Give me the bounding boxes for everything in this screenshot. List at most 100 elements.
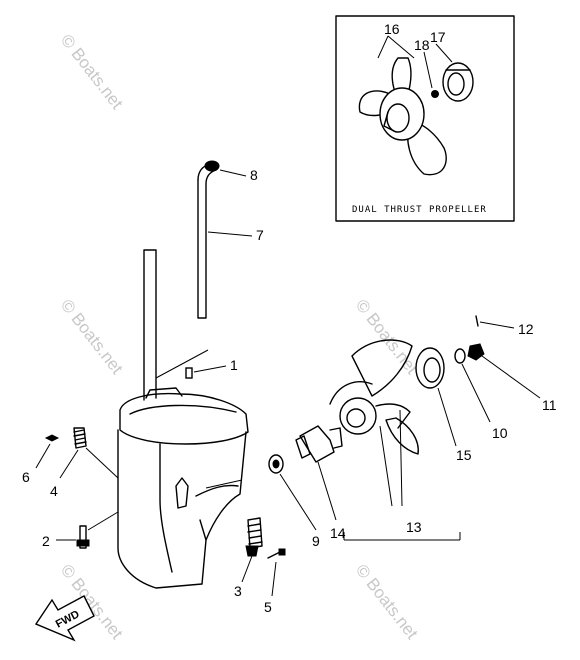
inset-spacer-17-bore [447, 72, 465, 96]
callout-15: 15 [456, 447, 472, 463]
callout-16: 16 [384, 21, 400, 37]
callout-3: 3 [234, 583, 242, 599]
inset-caption: DUAL THRUST PROPELLER [352, 205, 487, 215]
leader-8 [219, 169, 247, 177]
leader-10 [461, 363, 491, 423]
fwd-arrow: FWD [34, 595, 95, 642]
callout-12: 12 [518, 321, 534, 337]
spacer-15 [415, 347, 445, 389]
callout-13: 13 [406, 519, 422, 535]
screw-5-shank [267, 551, 281, 559]
housing-body-contour [159, 443, 173, 573]
drive-shaft [143, 249, 157, 401]
watermarks: © Boats.net © Boats.net © Boats.net © Bo… [57, 31, 422, 643]
washer-10 [454, 348, 466, 364]
lower-unit-housing [117, 249, 249, 589]
inset-blade-bottom [406, 119, 447, 176]
leader-11 [481, 355, 541, 399]
leader-4 [59, 449, 79, 479]
grommet-8 [204, 160, 220, 172]
callout-1: 1 [230, 357, 238, 373]
prop-blade-left [329, 381, 373, 405]
inset-frame [335, 15, 515, 222]
callout-6: 6 [22, 469, 30, 485]
watermark-middle-left: © Boats.net [57, 296, 127, 378]
watermark-bottom-right: © Boats.net [352, 561, 422, 643]
leader-15 [437, 387, 457, 447]
callout-2: 2 [42, 533, 50, 549]
callout-14: 14 [330, 525, 346, 541]
housing-flange-top-edge [129, 404, 237, 415]
housing-skeg-line [199, 519, 207, 541]
bushing-14-flange [295, 435, 311, 459]
part-9-thrust-washer: 9 [268, 454, 320, 549]
callout-17: 17 [430, 29, 446, 45]
prop-hub-barrel [375, 403, 411, 429]
screw-5-head [278, 548, 286, 556]
part-14-bushing: 14 [295, 425, 346, 541]
parts-3-5: 3 5 [205, 479, 286, 615]
inset-hub-detail [383, 111, 397, 133]
bolt-2-head [76, 539, 90, 547]
callout-8: 8 [250, 167, 258, 183]
housing-upper-flange [119, 392, 249, 445]
part-2-bolt: 2 [42, 511, 119, 549]
callout-9: 9 [312, 533, 320, 549]
parts-10-11-12: 10 11 12 [454, 315, 557, 441]
spacer-15-bore [423, 357, 441, 383]
thrust-washer-9-bore [272, 459, 280, 469]
leader-2-to-housing [87, 511, 119, 531]
housing-gearcase-line [195, 484, 239, 497]
bolt-4-head [73, 427, 87, 449]
prop-blade-bottom [385, 417, 419, 455]
housing-body-outline [117, 429, 247, 589]
watermark-top-left: © Boats.net [57, 31, 127, 113]
cotter-pin-12 [475, 315, 479, 327]
housing-top-boss [145, 387, 183, 399]
bushing-14 [299, 425, 335, 463]
bushing-14-nose [329, 427, 343, 449]
leader-14 [317, 461, 337, 521]
watermark-middle-right: © Boats.net [352, 296, 422, 378]
prop-hub [339, 397, 377, 435]
part-15-spacer: 15 [415, 347, 472, 463]
callout-11: 11 [542, 397, 557, 413]
callout-4: 4 [50, 483, 58, 499]
leader-12 [479, 321, 515, 329]
leader-3 [241, 555, 253, 583]
leader-16 [377, 35, 415, 59]
part-1-plug: 1 [155, 349, 238, 379]
leader-4-to-housing [85, 447, 119, 479]
leader-6 [35, 443, 51, 469]
shift-rod-assembly: 8 7 [197, 160, 264, 319]
leader-1b [155, 349, 209, 379]
part-13-propeller: 13 [329, 339, 461, 541]
inset-washer-18 [431, 90, 439, 98]
inset-hub [379, 87, 425, 141]
callout-10: 10 [492, 425, 508, 441]
prop-blade-top [351, 339, 413, 397]
washer-6 [44, 434, 60, 442]
leader-housing-right [205, 479, 243, 489]
fwd-arrow-shape [34, 595, 95, 642]
callout-5: 5 [264, 599, 272, 615]
inset-dual-thrust-propeller: 16 18 17 DUAL THRUST PROPELLER [335, 15, 515, 222]
leader-18 [423, 51, 433, 89]
leader-5 [271, 561, 277, 597]
plug-1 [185, 367, 193, 379]
bolt-4-thread [73, 429, 87, 445]
prop-hub-bore [346, 408, 366, 428]
bracket-13-15 [343, 532, 461, 541]
anode-3 [247, 517, 263, 549]
parts-4-6: 4 6 [22, 427, 119, 499]
nut-11 [467, 343, 485, 361]
leader-1 [193, 365, 227, 373]
housing-water-pickup [175, 477, 189, 509]
leader-9 [279, 473, 317, 531]
callout-7: 7 [256, 227, 264, 243]
leader-7 [207, 231, 253, 237]
leader-17 [435, 43, 453, 63]
anode-3-ribs [247, 523, 263, 545]
leader-13-brackets [379, 409, 403, 507]
